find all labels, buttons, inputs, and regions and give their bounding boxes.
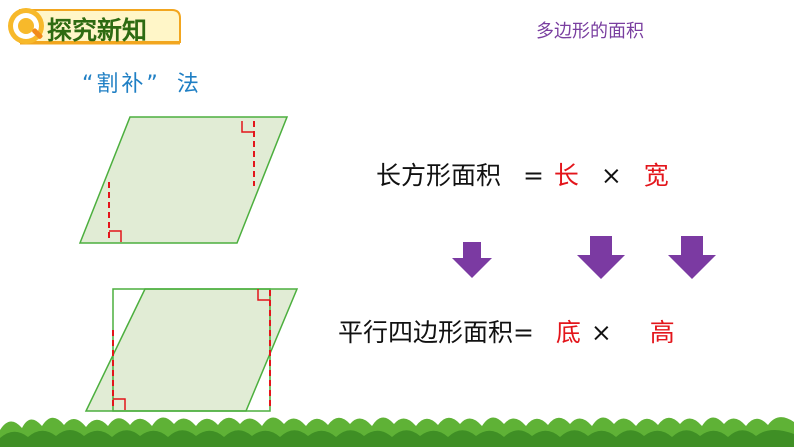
term-base: 底: [555, 318, 581, 347]
term-length: 长: [553, 161, 579, 190]
method-word: 割补: [96, 72, 147, 97]
section-badge: [0, 6, 182, 46]
method-label: “割补” 法: [82, 66, 202, 98]
grass-decoration: [0, 417, 794, 447]
parallelogram-top: [78, 116, 289, 244]
right-angle-mark: [257, 289, 270, 301]
section-title: 探究新知: [47, 16, 148, 45]
arrow-down-icon: [577, 236, 625, 279]
term-height: 高: [649, 318, 675, 347]
magnifier-q-icon: [8, 8, 44, 44]
rectangle-area-label: 长方形面积: [376, 161, 502, 190]
arrow-down-icon: [668, 236, 716, 279]
method-suffix: 法: [176, 72, 202, 97]
term-width: 宽: [643, 161, 669, 190]
times-sign: ×: [590, 318, 612, 347]
equals-sign: =: [522, 161, 544, 190]
method-open-quote: “: [82, 72, 97, 97]
right-angle-mark: [109, 230, 122, 242]
method-close-quote: ”: [146, 72, 161, 97]
formula-parallelogram-area: 平行四边形面积= 底 × 高: [338, 313, 675, 349]
parallelogram-bottom: [84, 288, 299, 412]
formula-rectangle-area: 长方形面积 = 长 × 宽: [376, 156, 669, 192]
right-angle-mark: [241, 121, 254, 133]
times-sign: ×: [600, 161, 622, 190]
arrow-down-icon: [452, 242, 492, 278]
lesson-title: 多边形的面积: [536, 21, 644, 42]
parallelogram-area-label: 平行四边形面积=: [338, 318, 534, 347]
right-angle-mark: [113, 398, 126, 410]
